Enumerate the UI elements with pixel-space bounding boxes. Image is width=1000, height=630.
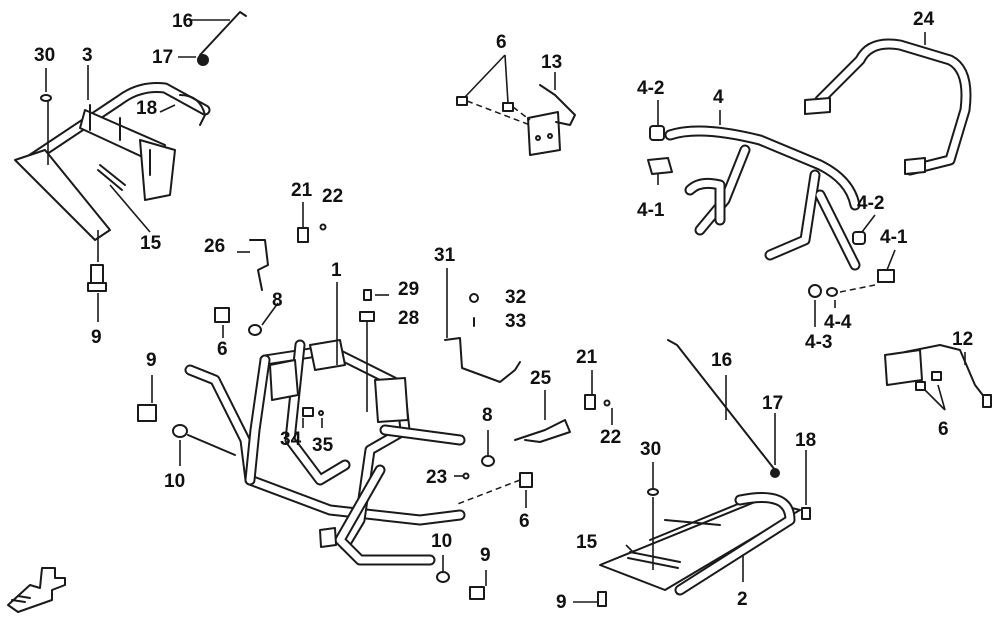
left-frame-hardware — [137, 307, 262, 456]
part-15-bolt-top — [97, 164, 126, 191]
callout-6-left: 6 — [217, 339, 228, 360]
callout-21-top: 21 — [291, 180, 313, 201]
part-24-guard — [804, 38, 972, 176]
callout-23: 23 — [426, 467, 448, 488]
callout-4-2-top: 4-2 — [637, 78, 665, 99]
callout-21-mid: 21 — [576, 347, 598, 368]
callout-9-bottom: 9 — [480, 545, 491, 566]
callout-8-left: 8 — [272, 290, 283, 311]
callout-33: 33 — [505, 311, 527, 332]
part-6-bolts-top — [456, 96, 531, 126]
callout-18-bottom: 18 — [795, 430, 817, 451]
part-29-bolt — [363, 289, 372, 301]
callout-12: 12 — [952, 329, 974, 350]
front-direction-arrow-icon — [7, 567, 66, 613]
callout-4-1-right: 4-1 — [880, 227, 908, 248]
callout-24: 24 — [913, 9, 935, 30]
callout-4-1-left: 4-1 — [637, 200, 665, 221]
part-9-bolt-bottom — [597, 591, 607, 607]
callout-16-top: 16 — [172, 11, 194, 32]
part-26-bracket — [249, 239, 269, 291]
callout-31: 31 — [434, 245, 456, 266]
callout-32: 32 — [505, 287, 527, 308]
part-13-bracket — [527, 84, 576, 156]
callout-17-bottom: 17 — [762, 393, 784, 414]
part-21-clip-mid — [584, 394, 596, 410]
callout-28: 28 — [398, 308, 420, 329]
callout-13: 13 — [541, 52, 563, 73]
part-1-main-frame — [184, 339, 466, 566]
callout-9-top: 9 — [91, 327, 102, 348]
callout-8-right: 8 — [482, 405, 493, 426]
part-3-rear-carrier — [14, 82, 211, 241]
callout-18-top: 18 — [136, 98, 158, 119]
callout-26: 26 — [204, 236, 226, 257]
callout-1: 1 — [331, 260, 342, 281]
callout-25: 25 — [530, 368, 552, 389]
callout-6-center: 6 — [519, 511, 530, 532]
part-16-rod-bottom — [667, 339, 776, 471]
callout-17-top: 17 — [152, 47, 174, 68]
part-9-bolt-top — [87, 264, 107, 292]
part-22-screw-mid — [603, 399, 611, 407]
part-4-3-4-4-nut-washer — [808, 284, 876, 298]
callout-3: 3 — [82, 45, 93, 66]
callout-34: 34 — [280, 429, 302, 450]
part-32-nut — [469, 293, 479, 303]
callout-4-4: 4-4 — [824, 312, 852, 333]
callout-6-top: 6 — [496, 32, 507, 53]
part-22-screw-top — [319, 223, 327, 231]
callout-4-3: 4-3 — [805, 332, 833, 353]
callout-15-bottom: 15 — [576, 532, 598, 553]
leader-lines — [45, 19, 966, 603]
callout-30-top: 30 — [34, 45, 56, 66]
part-4-1-pads — [647, 157, 895, 283]
part-16-rod-top — [199, 11, 247, 56]
callout-9-bottom-right: 9 — [556, 592, 567, 613]
callout-4: 4 — [713, 87, 724, 108]
part-17-nut-bottom — [770, 468, 780, 478]
part-17-nut-top — [197, 54, 209, 66]
callout-22-mid: 22 — [600, 427, 622, 448]
callout-30-bottom: 30 — [640, 439, 662, 460]
callout-22-top: 22 — [322, 186, 344, 207]
callout-35: 35 — [312, 435, 334, 456]
callout-10-bottom: 10 — [431, 531, 453, 552]
part-18-bolt-bottom — [801, 507, 811, 520]
part-21-clip-top — [297, 227, 309, 243]
part-28-pad — [359, 311, 375, 322]
part-30-washer-top — [40, 94, 52, 102]
callout-2: 2 — [737, 589, 748, 610]
part-12-bracket — [884, 344, 992, 408]
part-4-front-bumper — [664, 125, 861, 271]
part-31-bracket — [444, 337, 521, 383]
part-6-bolts-right — [915, 371, 942, 391]
callout-6-right: 6 — [938, 419, 949, 440]
right-frame-hardware — [454, 455, 533, 506]
callout-15-top: 15 — [140, 233, 162, 254]
part-2-skid-plate — [599, 492, 801, 596]
part-4-2-caps — [649, 125, 866, 245]
callout-29: 29 — [398, 279, 420, 300]
part-34-35-clip — [302, 407, 324, 417]
bottom-frame-hardware — [436, 571, 485, 600]
part-30-washer-bottom — [647, 488, 659, 496]
callout-4-2-right: 4-2 — [857, 193, 885, 214]
part-25-bracket — [514, 419, 571, 443]
callout-10-left: 10 — [164, 471, 186, 492]
callout-9-left: 9 — [146, 350, 157, 371]
callout-16-bottom: 16 — [711, 350, 733, 371]
